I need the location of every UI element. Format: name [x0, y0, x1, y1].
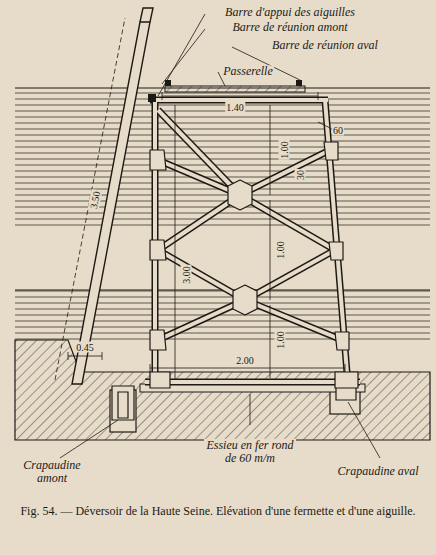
dimension: 1.00	[275, 330, 286, 350]
needle-bar-label: Barre d'appui des aiguilles	[224, 6, 356, 19]
dimension: 1.00	[275, 240, 286, 260]
dimension: 60	[332, 125, 344, 136]
footbridge	[165, 86, 305, 92]
leader-lines	[60, 14, 380, 458]
axle-label: Essieu en fer rond de 60 m/m	[204, 439, 296, 465]
downstream-bar-label: Barre de réunion aval	[271, 39, 379, 52]
dimension-lines	[55, 18, 345, 380]
needle	[72, 8, 156, 384]
upstream-bar-label: Barre de réunion amont	[231, 21, 348, 34]
downstream-water	[15, 290, 430, 340]
figure-caption: Fig. 54. — Déversoir de la Haute Seine. …	[20, 504, 416, 520]
dimension: 0.45	[75, 342, 95, 353]
dimension: 3.00	[181, 265, 192, 285]
frame-truss	[145, 100, 360, 388]
footbridge-label: Passerelle	[222, 65, 274, 78]
dimension: 30	[295, 169, 306, 181]
dimension: 1.40	[225, 102, 245, 113]
dimension: 2.00	[235, 355, 255, 366]
bearing-label: Crapaudine aval	[332, 465, 424, 478]
bearing-label: Crapaudine amont	[6, 459, 98, 485]
dimension: 1.00	[279, 140, 290, 160]
